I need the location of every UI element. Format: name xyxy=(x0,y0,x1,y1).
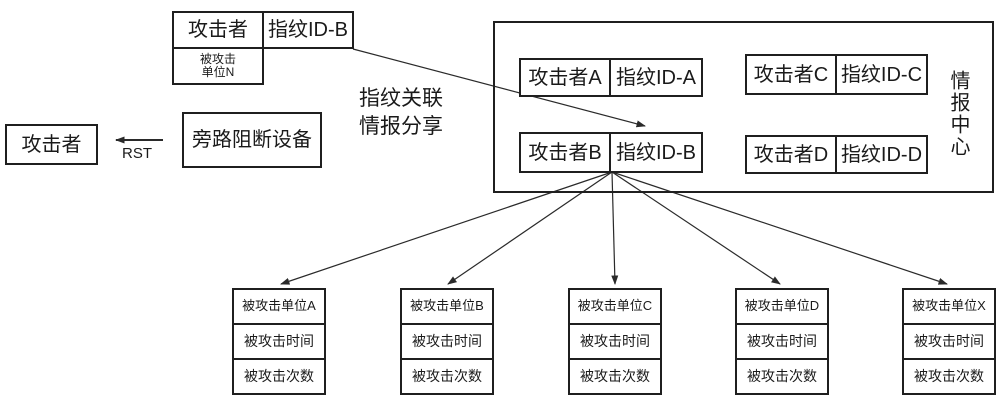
victim-b-count-cell: 被攻击次数 xyxy=(400,358,494,395)
intel-center-title: 情报中心 xyxy=(947,70,969,158)
bypass-device-box: 旁路阻断设备 xyxy=(182,112,322,168)
victim-x-count-cell: 被攻击次数 xyxy=(902,358,996,395)
top-fingerprint-cell: 指纹ID-B xyxy=(262,11,354,49)
top-victim-unit-text: 被攻击单位N xyxy=(199,51,236,79)
victim-c-time-cell: 被攻击时间 xyxy=(568,323,662,360)
intel-center-box xyxy=(493,21,994,193)
intel-attacker-c-cell: 攻击者C xyxy=(745,54,837,95)
victim-x-unit-cell: 被攻击单位X xyxy=(902,288,996,325)
rst-label: RST xyxy=(122,145,152,162)
victim-a-unit-cell: 被攻击单位A xyxy=(232,288,326,325)
share-note-line2: 情报分享 xyxy=(359,115,443,138)
victim-c-count-cell: 被攻击次数 xyxy=(568,358,662,395)
victim-d-count-cell: 被攻击次数 xyxy=(735,358,829,395)
intel-fingerprint-c-cell: 指纹ID-C xyxy=(835,54,928,95)
victim-a-count-cell: 被攻击次数 xyxy=(232,358,326,395)
victim-x-time-cell: 被攻击时间 xyxy=(902,323,996,360)
share-note: 指纹关联 情报分享 xyxy=(359,85,443,141)
victim-c-unit-cell: 被攻击单位C xyxy=(568,288,662,325)
victim-b-time-cell: 被攻击时间 xyxy=(400,323,494,360)
left-attacker-box: 攻击者 xyxy=(5,124,98,165)
intel-fingerprint-b-cell: 指纹ID-B xyxy=(609,132,703,173)
victim-d-time-cell: 被攻击时间 xyxy=(735,323,829,360)
victim-d-unit-cell: 被攻击单位D xyxy=(735,288,829,325)
victim-a-time-cell: 被攻击时间 xyxy=(232,323,326,360)
intel-attacker-a-cell: 攻击者A xyxy=(519,58,611,97)
intel-attacker-b-cell: 攻击者B xyxy=(519,132,611,173)
top-attacker-cell: 攻击者 xyxy=(172,11,264,49)
intel-fingerprint-d-cell: 指纹ID-D xyxy=(835,135,928,174)
intel-fingerprint-a-cell: 指纹ID-A xyxy=(609,58,703,97)
intel-attacker-d-cell: 攻击者D xyxy=(745,135,837,174)
victim-b-unit-cell: 被攻击单位B xyxy=(400,288,494,325)
top-victim-unit-cell: 被攻击单位N xyxy=(172,47,264,85)
share-note-line1: 指纹关联 xyxy=(359,87,443,110)
